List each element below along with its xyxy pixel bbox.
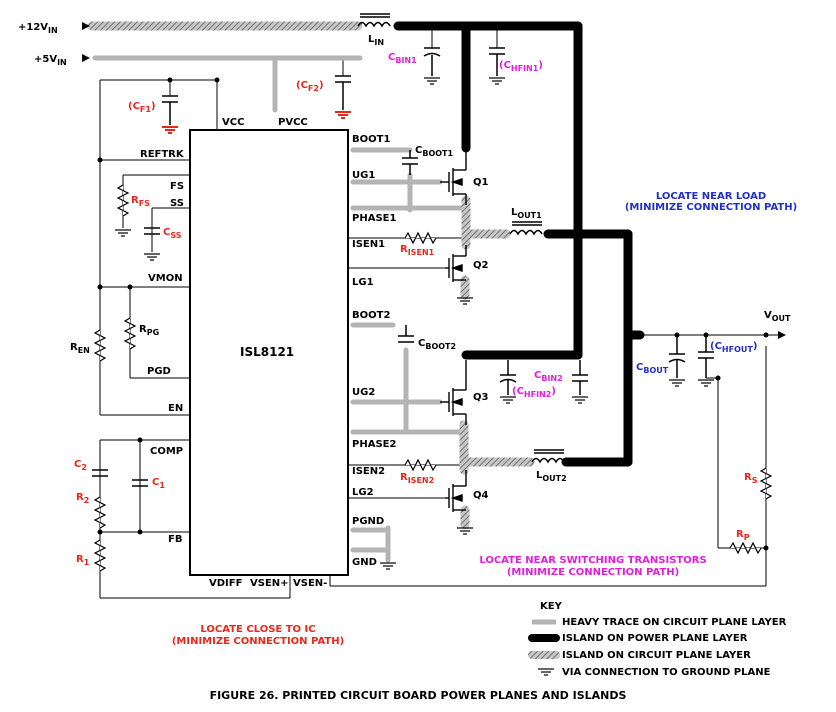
pin-boot2: BOOT2 bbox=[352, 310, 390, 321]
rs-label: RS bbox=[744, 472, 758, 485]
cbin2-label: CBIN2 bbox=[534, 370, 563, 383]
key-item-circuit-island: ISLAND ON CIRCUIT PLANE LAYER bbox=[562, 650, 751, 661]
mosfets bbox=[440, 152, 467, 512]
lin-label: LIN bbox=[368, 34, 384, 47]
q2-label: Q2 bbox=[473, 260, 489, 271]
pin-vsen-plus: VSEN+ bbox=[250, 578, 289, 589]
pin-comp: COMP bbox=[150, 446, 183, 457]
lout2-label: LOUT2 bbox=[536, 470, 567, 483]
note-close-ic-1: LOCATE CLOSE TO IC bbox=[200, 624, 315, 635]
pin-vcc: VCC bbox=[222, 117, 244, 128]
note-close-ic-2: (MINIMIZE CONNECTION PATH) bbox=[172, 636, 344, 647]
circuit-islands bbox=[459, 195, 535, 530]
junction-dots bbox=[97, 77, 769, 551]
pin-ug1: UG1 bbox=[352, 170, 375, 181]
resistors bbox=[93, 184, 773, 572]
pin-vmon: VMON bbox=[148, 273, 183, 284]
pin-en: EN bbox=[168, 403, 183, 414]
key-item-heavy-trace: HEAVY TRACE ON CIRCUIT PLANE LAYER bbox=[562, 617, 787, 628]
cboot2-label: CBOOT2 bbox=[418, 338, 456, 351]
key-swatch-via bbox=[537, 668, 555, 676]
pin-phase2: PHASE2 bbox=[352, 439, 396, 450]
pin-fs: FS bbox=[170, 181, 184, 192]
r1-label: R1 bbox=[76, 554, 90, 567]
note-near-load-1: LOCATE NEAR LOAD bbox=[656, 191, 766, 202]
vout-terminal-arrow bbox=[778, 331, 786, 339]
rp-label: RP bbox=[736, 529, 750, 542]
note-near-load-2: (MINIMIZE CONNECTION PATH) bbox=[625, 202, 797, 213]
cbout-label: CBOUT bbox=[636, 362, 669, 375]
ic-name: ISL8121 bbox=[240, 345, 294, 359]
q4-label: Q4 bbox=[473, 490, 489, 501]
key-title: KEY bbox=[540, 601, 563, 612]
c2-label: C2 bbox=[74, 459, 87, 472]
pin-boot1: BOOT1 bbox=[352, 134, 390, 145]
key-item-power-island: ISLAND ON POWER PLANE LAYER bbox=[562, 633, 748, 644]
ren-label: REN bbox=[70, 342, 90, 355]
vout-label: VOUT bbox=[764, 310, 791, 323]
chfout-label: (CHFOUT) bbox=[710, 341, 757, 354]
c1-label: C1 bbox=[152, 477, 165, 490]
pin-ug2: UG2 bbox=[352, 387, 375, 398]
pin-reftrk: REFTRK bbox=[140, 149, 185, 160]
pin-vdiff: VDIFF bbox=[209, 578, 242, 589]
inductor-lout2 bbox=[531, 449, 565, 464]
pin-pgnd: PGND bbox=[352, 516, 384, 527]
css-label: CSS bbox=[163, 227, 182, 240]
v5-terminal-arrow bbox=[82, 54, 90, 62]
ic-body bbox=[189, 129, 349, 576]
capacitors bbox=[92, 47, 714, 487]
cbin1-label: CBIN1 bbox=[388, 52, 417, 65]
chfin2-label: (CHFIN2) bbox=[512, 386, 556, 399]
pin-pvcc: PVCC bbox=[278, 117, 308, 128]
q3-label: Q3 bbox=[473, 392, 489, 403]
heavy-traces bbox=[92, 55, 465, 563]
rfs-label: RFS bbox=[131, 195, 150, 208]
legend-key: KEY HEAVY TRACE ON CIRCUIT PLANE LAYER I… bbox=[528, 601, 787, 678]
key-item-via: VIA CONNECTION TO GROUND PLANE bbox=[562, 667, 771, 678]
pin-pgd: PGD bbox=[147, 366, 171, 377]
pin-isen2: ISEN2 bbox=[352, 466, 385, 477]
pin-ss: SS bbox=[170, 198, 184, 209]
pin-gnd: GND bbox=[352, 557, 377, 568]
pin-fb: FB bbox=[168, 534, 182, 545]
pin-lg2: LG2 bbox=[352, 487, 374, 498]
v5-label: +5VIN bbox=[34, 54, 67, 67]
note-near-switch-1: LOCATE NEAR SWITCHING TRANSISTORS bbox=[479, 555, 706, 566]
risen2-label: RISEN2 bbox=[400, 472, 434, 485]
figure-caption: FIGURE 26. PRINTED CIRCUIT BOARD POWER P… bbox=[210, 689, 627, 702]
chfin1-label: (CHFIN1) bbox=[499, 60, 543, 73]
v12-label: +12VIN bbox=[18, 22, 58, 35]
power-islands bbox=[393, 21, 645, 467]
lout1-label: LOUT1 bbox=[511, 207, 542, 220]
rpg-label: RPG bbox=[139, 324, 159, 337]
r2-label: R2 bbox=[76, 492, 89, 505]
inductor-lin bbox=[357, 13, 391, 28]
cf1-label: (CF1) bbox=[128, 101, 156, 114]
pin-phase1: PHASE1 bbox=[352, 213, 396, 224]
pin-lg1: LG1 bbox=[352, 277, 374, 288]
cboot1-label: CBOOT1 bbox=[415, 145, 454, 158]
pin-vsen-minus: VSEN- bbox=[293, 578, 327, 589]
risen1-label: RISEN1 bbox=[400, 244, 435, 257]
note-near-switch-2: (MINIMIZE CONNECTION PATH) bbox=[507, 567, 679, 578]
pin-isen1: ISEN1 bbox=[352, 239, 385, 250]
v12-terminal-arrow bbox=[82, 22, 90, 30]
cf2-label: (CF2) bbox=[296, 80, 324, 93]
q1-label: Q1 bbox=[473, 177, 489, 188]
inductor-lout1 bbox=[509, 221, 543, 236]
